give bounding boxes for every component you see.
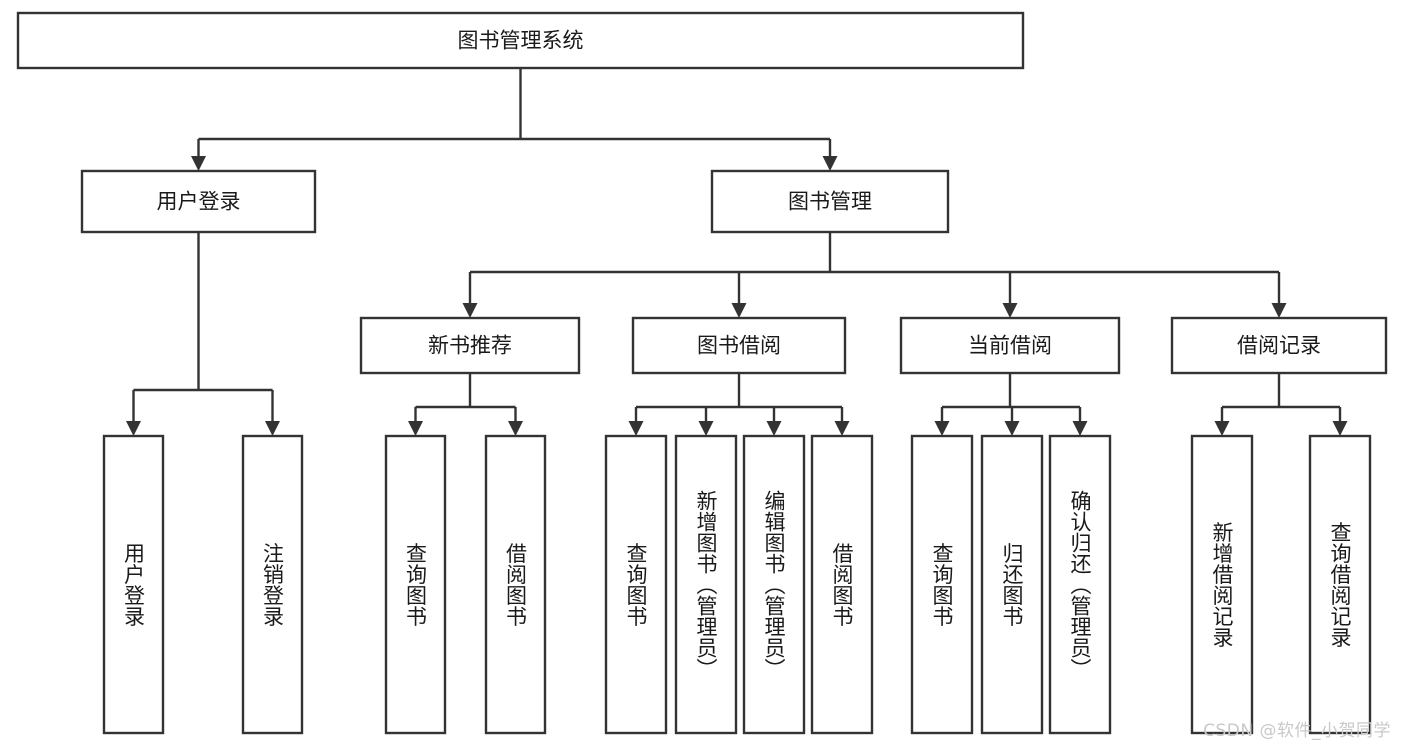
arrow-head-icon bbox=[265, 421, 280, 436]
node-book-management[interactable]: 图书管理 bbox=[710, 169, 950, 234]
node-label: 借阅记录 bbox=[1237, 334, 1321, 358]
arrow-head-icon bbox=[1214, 421, 1230, 436]
node-label: 查询图书 bbox=[930, 543, 954, 627]
edge-group-new-book-recommend bbox=[408, 373, 523, 436]
node-leaf-edit-book-admin[interactable]: 编辑图书（管理员） bbox=[742, 434, 806, 735]
arrow-head-icon bbox=[822, 156, 838, 171]
node-label: 借阅图书 bbox=[504, 543, 528, 627]
arrow-head-icon bbox=[1002, 303, 1018, 318]
node-leaf-query-book-rec[interactable]: 查询图书 bbox=[384, 434, 447, 735]
node-label: 当前借阅 bbox=[968, 334, 1052, 358]
node-leaf-logout[interactable]: 注销登录 bbox=[241, 434, 304, 735]
node-root[interactable]: 图书管理系统 bbox=[16, 11, 1025, 70]
node-label: 用户登录 bbox=[122, 543, 146, 627]
arrow-head-icon bbox=[834, 421, 850, 436]
node-box[interactable] bbox=[1048, 434, 1112, 735]
node-leaf-query-borrow-record[interactable]: 查询借阅记录 bbox=[1308, 434, 1372, 735]
node-box[interactable] bbox=[384, 434, 447, 735]
node-leaf-borrow-book-rec[interactable]: 借阅图书 bbox=[484, 434, 547, 735]
node-label: 查询图书 bbox=[404, 543, 428, 627]
node-leaf-return-book[interactable]: 归还图书 bbox=[980, 434, 1044, 735]
node-label: 新书推荐 bbox=[428, 334, 512, 358]
node-box[interactable] bbox=[980, 434, 1044, 735]
node-leaf-user-login[interactable]: 用户登录 bbox=[102, 434, 165, 735]
node-box[interactable] bbox=[810, 434, 874, 735]
edge-group-book-borrow bbox=[628, 373, 850, 436]
arrow-head-icon bbox=[126, 421, 141, 436]
arrow-head-icon bbox=[1332, 421, 1348, 436]
node-label: 用户登录 bbox=[157, 190, 241, 214]
arrow-head-icon bbox=[508, 421, 523, 436]
node-label: 查询借阅记录 bbox=[1328, 522, 1352, 648]
node-user-login[interactable]: 用户登录 bbox=[80, 169, 317, 234]
node-box[interactable] bbox=[102, 434, 165, 735]
node-label: 注销登录 bbox=[261, 543, 285, 627]
arrow-head-icon bbox=[731, 303, 747, 318]
node-label: 编辑图书（管理员） bbox=[762, 490, 786, 679]
node-box[interactable] bbox=[484, 434, 547, 735]
node-box[interactable] bbox=[1308, 434, 1372, 735]
edge-group-borrow-record bbox=[1214, 373, 1348, 436]
node-box[interactable] bbox=[742, 434, 806, 735]
node-box[interactable] bbox=[631, 316, 847, 375]
edge-group-current-borrow bbox=[934, 373, 1088, 436]
node-current-borrow[interactable]: 当前借阅 bbox=[899, 316, 1121, 375]
node-box[interactable] bbox=[710, 169, 950, 234]
node-label: 查询图书 bbox=[624, 543, 648, 627]
arrow-head-icon bbox=[628, 421, 644, 436]
node-box[interactable] bbox=[241, 434, 304, 735]
edge-group-root bbox=[191, 68, 838, 171]
node-box[interactable] bbox=[899, 316, 1121, 375]
node-leaf-borrow-book[interactable]: 借阅图书 bbox=[810, 434, 874, 735]
nodes-layer: 图书管理系统用户登录图书管理新书推荐图书借阅当前借阅借阅记录用户登录注销登录查询… bbox=[16, 11, 1388, 735]
node-label: 归还图书 bbox=[1000, 543, 1024, 627]
node-borrow-record[interactable]: 借阅记录 bbox=[1170, 316, 1388, 375]
node-leaf-add-borrow-record[interactable]: 新增借阅记录 bbox=[1190, 434, 1254, 735]
node-box[interactable] bbox=[1190, 434, 1254, 735]
node-leaf-query-book-borrow[interactable]: 查询图书 bbox=[604, 434, 668, 735]
arrow-head-icon bbox=[191, 156, 206, 171]
arrow-head-icon bbox=[766, 421, 782, 436]
node-label: 图书借阅 bbox=[697, 334, 781, 358]
node-label: 新增图书（管理员） bbox=[694, 490, 718, 679]
arrow-head-icon bbox=[408, 421, 423, 436]
node-label: 图书管理 bbox=[788, 190, 872, 214]
node-label: 确认归还（管理员） bbox=[1068, 490, 1092, 679]
edges-layer bbox=[126, 68, 1348, 436]
node-leaf-query-book-current[interactable]: 查询图书 bbox=[910, 434, 974, 735]
node-leaf-confirm-return-admin[interactable]: 确认归还（管理员） bbox=[1048, 434, 1112, 735]
arrow-head-icon bbox=[1004, 421, 1020, 436]
arrow-head-icon bbox=[1271, 303, 1287, 318]
node-book-borrow[interactable]: 图书借阅 bbox=[631, 316, 847, 375]
arrow-head-icon bbox=[698, 421, 714, 436]
arrow-head-icon bbox=[934, 421, 950, 436]
node-box[interactable] bbox=[674, 434, 738, 735]
node-box[interactable] bbox=[1170, 316, 1388, 375]
node-box[interactable] bbox=[16, 11, 1025, 70]
node-box[interactable] bbox=[910, 434, 974, 735]
arrow-head-icon bbox=[1072, 421, 1088, 436]
node-box[interactable] bbox=[604, 434, 668, 735]
node-new-book-recommend[interactable]: 新书推荐 bbox=[359, 316, 581, 375]
node-box[interactable] bbox=[80, 169, 317, 234]
node-label: 新增借阅记录 bbox=[1210, 522, 1234, 648]
edge-group-user-login bbox=[126, 232, 280, 436]
arrow-head-icon bbox=[462, 303, 478, 318]
node-label: 借阅图书 bbox=[830, 543, 854, 627]
node-box[interactable] bbox=[359, 316, 581, 375]
edge-group-book-management bbox=[462, 232, 1287, 318]
node-leaf-add-book-admin[interactable]: 新增图书（管理员） bbox=[674, 434, 738, 735]
node-label: 图书管理系统 bbox=[458, 29, 584, 53]
